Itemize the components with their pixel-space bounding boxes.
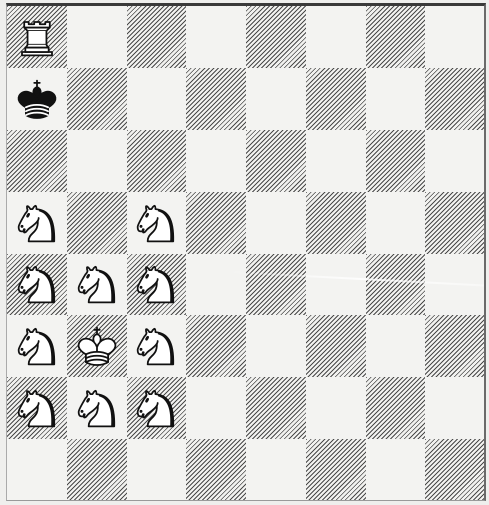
square-b5[interactable] [67, 192, 127, 254]
chess-diagram-frame [6, 3, 486, 501]
white-rook-icon[interactable] [12, 12, 62, 62]
square-a8[interactable] [7, 6, 67, 68]
square-c2[interactable] [127, 377, 187, 439]
square-a1[interactable] [7, 439, 67, 501]
white-king-icon[interactable] [72, 321, 122, 371]
square-e8[interactable] [246, 6, 306, 68]
square-g4[interactable] [366, 254, 426, 316]
white-knight-icon[interactable] [12, 321, 62, 371]
square-g3[interactable] [366, 315, 426, 377]
square-f5[interactable] [306, 192, 366, 254]
square-d2[interactable] [186, 377, 246, 439]
square-b6[interactable] [67, 130, 127, 192]
square-b3[interactable] [67, 315, 127, 377]
square-e3[interactable] [246, 315, 306, 377]
square-b7[interactable] [67, 68, 127, 130]
square-b4[interactable] [67, 254, 127, 316]
white-knight-icon[interactable] [131, 321, 181, 371]
square-c7[interactable] [127, 68, 187, 130]
square-a6[interactable] [7, 130, 67, 192]
square-e4[interactable] [246, 254, 306, 316]
square-a3[interactable] [7, 315, 67, 377]
square-c3[interactable] [127, 315, 187, 377]
white-knight-icon[interactable] [131, 259, 181, 309]
square-h5[interactable] [425, 192, 485, 254]
square-f2[interactable] [306, 377, 366, 439]
square-a5[interactable] [7, 192, 67, 254]
white-knight-icon[interactable] [12, 198, 62, 248]
square-h2[interactable] [425, 377, 485, 439]
square-b1[interactable] [67, 439, 127, 501]
black-king-icon[interactable] [12, 74, 62, 124]
white-knight-icon[interactable] [131, 383, 181, 433]
white-knight-icon[interactable] [12, 383, 62, 433]
white-knight-icon[interactable] [131, 198, 181, 248]
square-d3[interactable] [186, 315, 246, 377]
square-f6[interactable] [306, 130, 366, 192]
square-e6[interactable] [246, 130, 306, 192]
square-h8[interactable] [425, 6, 485, 68]
square-g6[interactable] [366, 130, 426, 192]
square-f8[interactable] [306, 6, 366, 68]
square-c5[interactable] [127, 192, 187, 254]
square-d4[interactable] [186, 254, 246, 316]
square-a4[interactable] [7, 254, 67, 316]
square-e2[interactable] [246, 377, 306, 439]
square-g8[interactable] [366, 6, 426, 68]
square-e1[interactable] [246, 439, 306, 501]
square-h3[interactable] [425, 315, 485, 377]
white-knight-icon[interactable] [72, 259, 122, 309]
square-c4[interactable] [127, 254, 187, 316]
square-h1[interactable] [425, 439, 485, 501]
square-g1[interactable] [366, 439, 426, 501]
square-d6[interactable] [186, 130, 246, 192]
square-g7[interactable] [366, 68, 426, 130]
white-knight-icon[interactable] [72, 383, 122, 433]
chess-board [7, 6, 485, 501]
square-f1[interactable] [306, 439, 366, 501]
square-e5[interactable] [246, 192, 306, 254]
square-e7[interactable] [246, 68, 306, 130]
square-g2[interactable] [366, 377, 426, 439]
square-a7[interactable] [7, 68, 67, 130]
square-d7[interactable] [186, 68, 246, 130]
square-h6[interactable] [425, 130, 485, 192]
square-f3[interactable] [306, 315, 366, 377]
white-knight-icon[interactable] [12, 259, 62, 309]
square-c8[interactable] [127, 6, 187, 68]
square-f7[interactable] [306, 68, 366, 130]
square-g5[interactable] [366, 192, 426, 254]
square-c6[interactable] [127, 130, 187, 192]
square-d5[interactable] [186, 192, 246, 254]
square-d1[interactable] [186, 439, 246, 501]
square-h7[interactable] [425, 68, 485, 130]
square-h4[interactable] [425, 254, 485, 316]
square-f4[interactable] [306, 254, 366, 316]
square-b2[interactable] [67, 377, 127, 439]
square-d8[interactable] [186, 6, 246, 68]
square-c1[interactable] [127, 439, 187, 501]
square-b8[interactable] [67, 6, 127, 68]
square-a2[interactable] [7, 377, 67, 439]
